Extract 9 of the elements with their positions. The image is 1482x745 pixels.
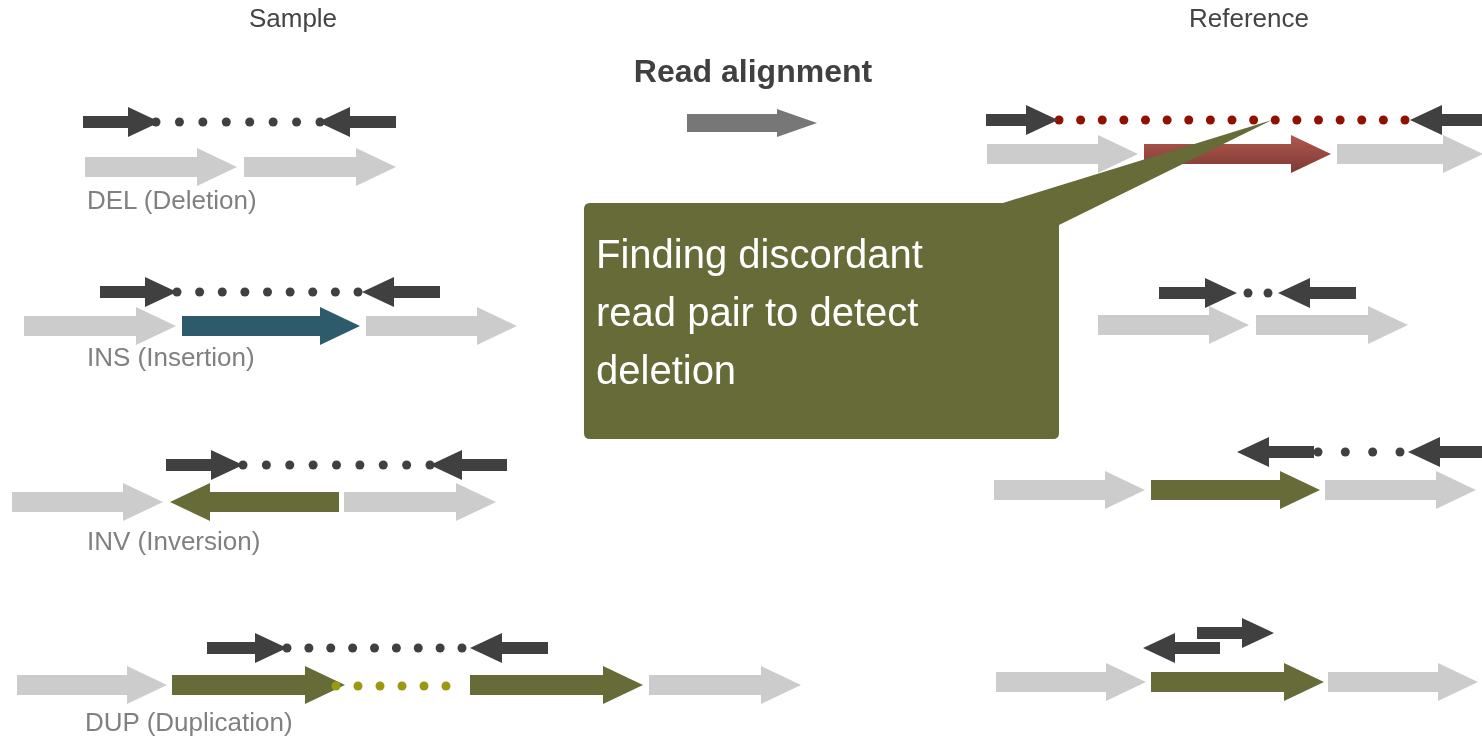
column-heading: Sample: [248, 4, 338, 34]
variant-label: INV (Inversion): [87, 527, 261, 557]
callout-text: Finding discordant read pair to detect deletion: [596, 231, 924, 394]
variant-label: DUP (Duplication): [85, 708, 293, 738]
variant-label: INS (Insertion): [87, 343, 255, 373]
step-heading: Read alignment: [633, 53, 873, 90]
speech-bubble-callout: [584, 119, 1274, 439]
column-heading: Reference: [1189, 4, 1309, 34]
variant-label: DEL (Deletion): [87, 186, 257, 216]
